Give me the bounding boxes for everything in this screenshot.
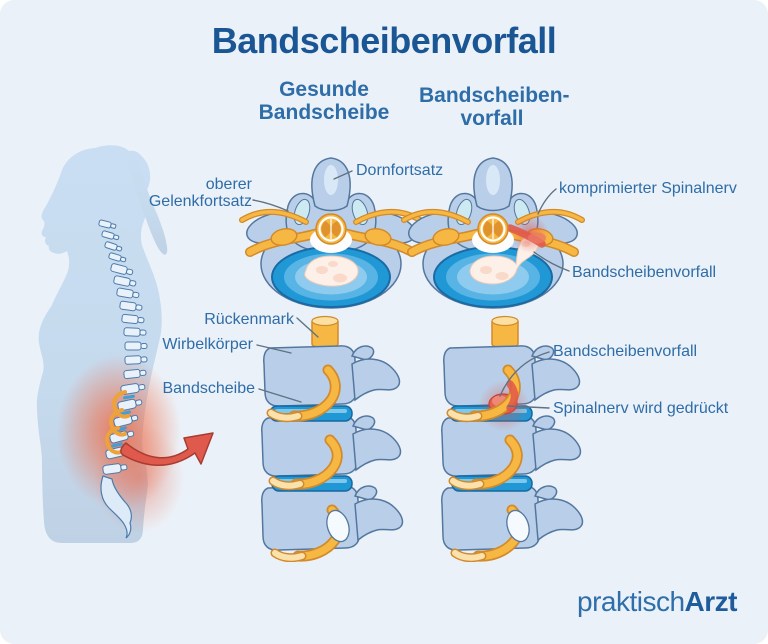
label-rueckenmark: Rückenmark bbox=[204, 311, 294, 328]
column-header-healthy-line2: Bandscheibe bbox=[258, 101, 390, 124]
facet-joint bbox=[326, 509, 350, 543]
label-bandscheibenvorfall-top: Bandscheibenvorfall bbox=[572, 264, 717, 281]
column-header-herniated-line1: Bandscheiben- bbox=[419, 84, 570, 107]
spinal-cord-stump bbox=[491, 315, 519, 349]
herniated-disc bbox=[433, 233, 553, 308]
label-bandscheibenvorfall-bottom: Bandscheibenvorfall bbox=[553, 343, 698, 360]
praktischarzt-logo: praktischArzt bbox=[577, 586, 738, 618]
spinous-highlight bbox=[324, 165, 338, 195]
facet-joint bbox=[506, 509, 530, 543]
spine-column bbox=[98, 219, 148, 475]
logo-bold-part: Arzt bbox=[684, 586, 738, 617]
spinal-cord bbox=[310, 213, 352, 253]
column-header-healthy: Gesunde Bandscheibe bbox=[254, 78, 394, 124]
label-dornfortsatz: Dornfortsatz bbox=[356, 162, 444, 179]
healthy-disc-top-view-illustration bbox=[239, 157, 423, 309]
disc bbox=[271, 246, 391, 308]
label-wirbelkoerper: Wirbelkörper bbox=[162, 336, 253, 353]
healthy-spine-side-view-illustration bbox=[261, 315, 404, 562]
inflamed-ganglion bbox=[528, 232, 546, 244]
label-bandscheibe: Bandscheibe bbox=[162, 380, 255, 397]
logo-regular-part: praktisch bbox=[577, 586, 685, 617]
spinous-highlight bbox=[486, 165, 500, 195]
column-header-herniated: Bandscheiben- vorfall bbox=[419, 84, 570, 130]
label-spinalnerv-wird-gedrueckt: Spinalnerv wird gedrückt bbox=[553, 400, 729, 417]
page-title: Bandscheibenvorfall bbox=[211, 20, 557, 61]
ponytail bbox=[122, 150, 168, 255]
spinal-cord-stump bbox=[311, 315, 339, 349]
label-oberer-gelenkfortsatz: oberer Gelenkfortsatz bbox=[148, 176, 252, 210]
column-header-herniated-line2: vorfall bbox=[460, 107, 524, 130]
herniated-disc-top-view-illustration bbox=[401, 157, 585, 309]
sacrum bbox=[100, 475, 132, 539]
column-header-healthy-line1: Gesunde bbox=[279, 78, 369, 101]
label-komprimierter-spinalnerv: komprimierter Spinalnerv bbox=[559, 180, 737, 197]
spinal-cord bbox=[472, 213, 514, 253]
